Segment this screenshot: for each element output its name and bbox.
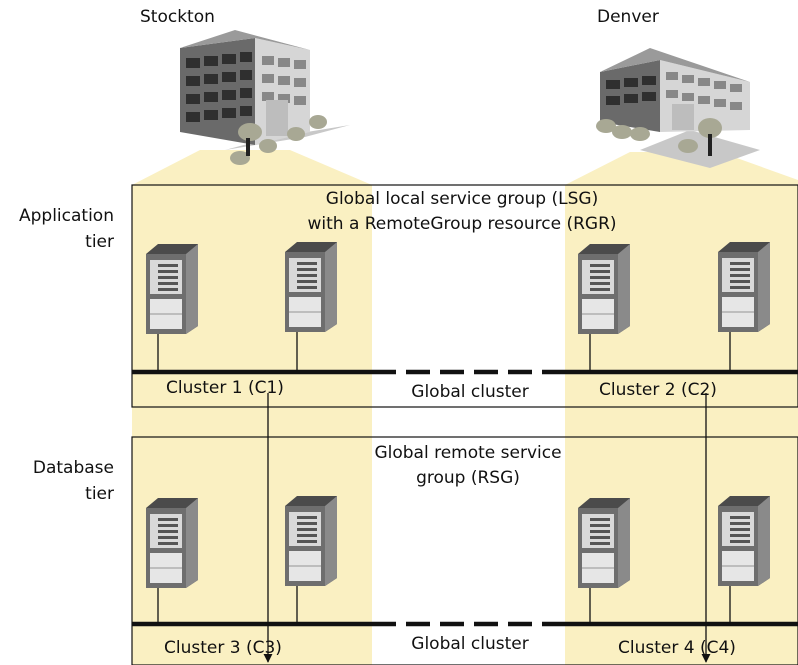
server-icon — [285, 242, 337, 332]
server-icon — [285, 496, 337, 586]
cluster-label-c1: Cluster 1 (C1) — [166, 378, 284, 398]
cluster-label-c2: Cluster 2 (C2) — [599, 380, 717, 400]
server-icon — [146, 244, 198, 334]
database-tier-label-line2: tier — [85, 484, 114, 504]
site-label-denver: Denver — [597, 7, 659, 27]
application-tier-label-line2: tier — [85, 232, 114, 252]
office-building-icon — [596, 48, 760, 168]
cluster-label-c3: Cluster 3 (C3) — [164, 638, 282, 658]
lsg-label-line1: Global local service group (LSG) — [325, 189, 599, 209]
rsg-label-line1: Global remote service — [374, 443, 562, 463]
server-icon — [578, 244, 630, 334]
server-icon — [146, 498, 198, 588]
office-building-icon — [180, 30, 350, 165]
server-icon — [718, 496, 770, 586]
database-tier-label-line1: Database — [32, 458, 114, 478]
global-cluster-label-application: Global cluster — [411, 382, 529, 402]
server-icon — [718, 242, 770, 332]
global-cluster-label-database: Global cluster — [411, 634, 529, 654]
site-label-stockton: Stockton — [140, 7, 215, 27]
application-tier-label-line1: Application — [19, 206, 114, 226]
server-icon — [578, 498, 630, 588]
lsg-label-line2: with a RemoteGroup resource (RGR) — [307, 214, 617, 234]
application-tier-box — [131, 184, 798, 408]
rsg-label-line2: group (RSG) — [416, 468, 520, 488]
database-tier-box — [131, 436, 798, 665]
cluster-label-c4: Cluster 4 (C4) — [618, 638, 736, 658]
